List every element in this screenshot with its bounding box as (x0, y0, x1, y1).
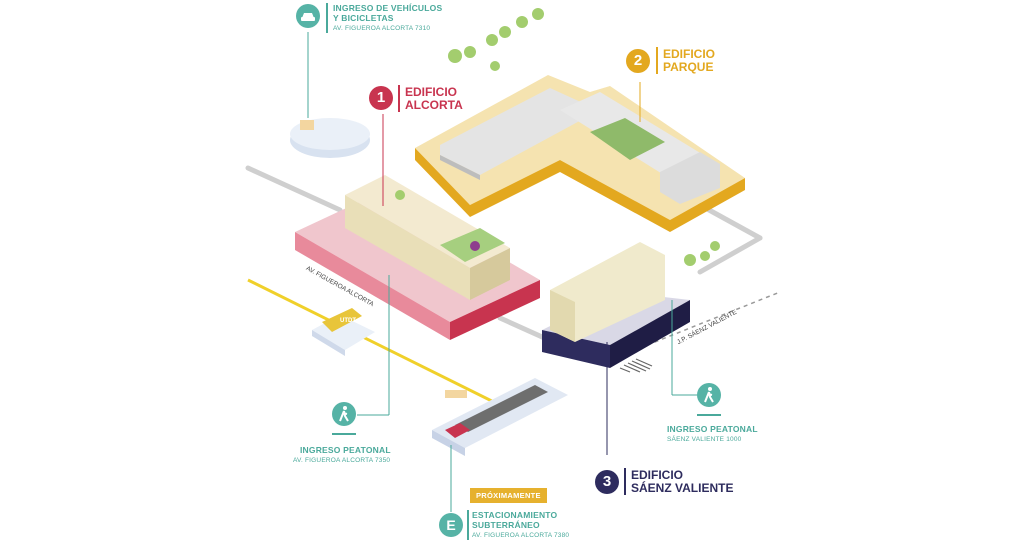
trees (395, 8, 720, 266)
pedestrian-saenz-title: INGRESO PEATONAL (667, 424, 758, 434)
building-2-bar (656, 47, 658, 74)
edificio-alcorta-platform (295, 175, 540, 340)
parking-bar (467, 510, 469, 540)
parking-letter-icon: E (439, 513, 463, 537)
crosswalk (619, 358, 653, 373)
building-2-name-2: PARQUE (663, 60, 714, 74)
edificio-parque-platform (415, 75, 745, 232)
vehicle-entrance-title-2: Y BICICLETAS (333, 13, 394, 23)
building-3-badge: 3 (595, 470, 619, 494)
yellow-bus-line (247, 278, 521, 417)
pedestrian-alcorta-underline (332, 433, 356, 435)
building-1-badge: 1 (369, 86, 393, 110)
pedestrian-saenz-underline (697, 414, 721, 416)
bus-cloud: UTDT (312, 308, 375, 356)
edificio-saenz-platform (542, 242, 690, 368)
pedestrian-alcorta-address: AV. FIGUEROA ALCORTA 7350 (293, 457, 391, 464)
vehicle-entrance-address: AV. FIGUEROA ALCORTA 7310 (333, 25, 431, 32)
connector-lines (307, 32, 697, 512)
pedestrian-saenz-address: SÁENZ VALIENTE 1000 (667, 436, 742, 443)
building-1-name-2: ALCORTA (405, 98, 463, 112)
car-icon (296, 4, 320, 28)
parking-title-1: ESTACIONAMIENTO (472, 510, 558, 520)
bus-label: UTDT (340, 318, 356, 324)
coming-soon-badge: PRÓXIMAMENTE (470, 488, 547, 503)
vehicle-entrance-bar (326, 3, 328, 33)
building-3-bar (624, 468, 626, 495)
vehicle-entrance-title-1: INGRESO DE VEHÍCULOS (333, 3, 443, 13)
building-2-badge: 2 (626, 49, 650, 73)
building-3-name-1: EDIFICIO (631, 468, 684, 482)
pedestrian-icon (332, 402, 356, 426)
parking-cloud (432, 378, 568, 456)
building-1-bar (398, 85, 400, 112)
parking-address: AV. FIGUEROA ALCORTA 7380 (472, 532, 570, 539)
building-1-name-1: EDIFICIO (405, 85, 458, 99)
pedestrian-alcorta-title: INGRESO PEATONAL (300, 445, 391, 455)
pedestrian-icon (697, 383, 721, 407)
parking-title-2: SUBTERRÁNEO (472, 520, 540, 530)
bike-cloud (290, 118, 370, 158)
dashed-street (609, 291, 781, 361)
building-3-name-2: SÁENZ VALIENTE (631, 481, 734, 495)
building-2-name-1: EDIFICIO (663, 47, 716, 61)
